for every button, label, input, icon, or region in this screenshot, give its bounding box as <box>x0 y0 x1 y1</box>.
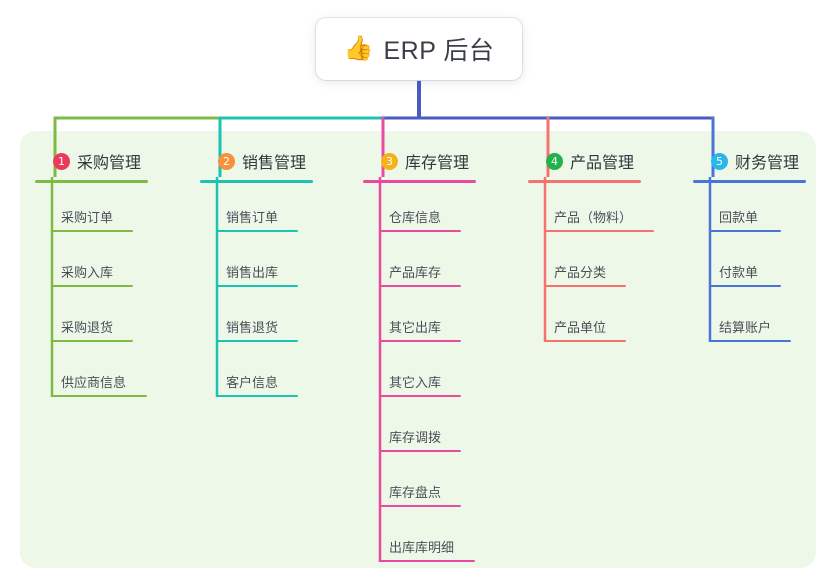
branch-title-1: 采购管理 <box>77 155 142 172</box>
leaf-node[interactable]: 产品分类 <box>544 257 678 287</box>
leaf-underline <box>216 230 298 232</box>
leaf-label: 采购入库 <box>61 265 114 280</box>
leaf-underline <box>544 340 626 342</box>
leaf-label: 库存调拨 <box>389 430 442 445</box>
branch-underline-5 <box>693 180 806 183</box>
root-node[interactable]: 👍 ERP 后台 <box>316 18 522 80</box>
leaf-node[interactable]: 付款单 <box>709 257 818 287</box>
leaf-label: 仓库信息 <box>389 210 442 225</box>
branch-header-4[interactable]: 4 产品管理 <box>528 148 678 174</box>
leaf-label: 产品单位 <box>554 320 607 335</box>
leaf-label: 销售出库 <box>226 265 279 280</box>
leaf-node[interactable]: 出库库明细 <box>379 532 513 562</box>
leaf-underline <box>709 230 781 232</box>
leaf-label: 回款单 <box>719 210 759 225</box>
leaf-label: 出库库明细 <box>389 540 455 555</box>
branch-title-5: 财务管理 <box>735 155 800 172</box>
leaf-label: 产品（物料） <box>554 210 633 225</box>
leaf-node[interactable]: 其它入库 <box>379 367 513 397</box>
leaf-underline <box>379 505 461 507</box>
branch-title-3: 库存管理 <box>405 155 470 172</box>
leaf-underline <box>379 230 461 232</box>
leaf-label: 产品分类 <box>554 265 607 280</box>
branch-header-5[interactable]: 5 财务管理 <box>693 148 818 174</box>
leaf-node[interactable]: 销售订单 <box>216 202 350 232</box>
branch-header-1[interactable]: 1 采购管理 <box>35 148 185 174</box>
leaf-underline <box>379 285 461 287</box>
diagram-board <box>20 131 816 568</box>
leaf-node[interactable]: 库存调拨 <box>379 422 513 452</box>
branch-badge-3: 3 <box>381 152 398 170</box>
leaf-node[interactable]: 采购入库 <box>51 257 185 287</box>
leaf-node[interactable]: 产品（物料） <box>544 202 678 232</box>
leaf-node[interactable]: 结算账户 <box>709 312 818 342</box>
leaf-underline <box>709 340 791 342</box>
leaf-node[interactable]: 采购退货 <box>51 312 185 342</box>
branch-header-2[interactable]: 2 销售管理 <box>200 148 350 174</box>
leaf-node[interactable]: 产品单位 <box>544 312 678 342</box>
branch-column-2: 2 销售管理销售订单销售出库销售退货客户信息 <box>200 148 350 397</box>
branch-column-3: 3 库存管理仓库信息产品库存其它出库其它入库库存调拨库存盘点出库库明细 <box>363 148 513 562</box>
leaf-underline <box>51 340 133 342</box>
branch-column-5: 5 财务管理回款单付款单结算账户 <box>693 148 818 342</box>
leaf-underline <box>51 285 133 287</box>
leaf-node[interactable]: 其它出库 <box>379 312 513 342</box>
branch-badge-4: 4 <box>546 152 563 170</box>
branch-column-4: 4 产品管理产品（物料） 产品分类产品单位 <box>528 148 678 342</box>
branch-underline-3 <box>363 180 476 183</box>
leaf-label: 销售订单 <box>226 210 279 225</box>
leaf-label: 库存盘点 <box>389 485 442 500</box>
leaf-underline <box>544 285 626 287</box>
leaf-label: 采购退货 <box>61 320 114 335</box>
branch-badge-2: 2 <box>218 152 235 170</box>
leaf-label: 采购订单 <box>61 210 114 225</box>
leaf-node[interactable]: 采购订单 <box>51 202 185 232</box>
leaf-label: 产品库存 <box>389 265 442 280</box>
leaf-label: 供应商信息 <box>61 375 127 390</box>
root-node-title: ERP 后台 <box>383 37 495 65</box>
leaf-node[interactable]: 销售退货 <box>216 312 350 342</box>
leaf-underline <box>216 285 298 287</box>
branch-title-4: 产品管理 <box>570 155 635 172</box>
branch-underline-4 <box>528 180 641 183</box>
leaf-label: 付款单 <box>719 265 759 280</box>
leaf-underline <box>709 285 781 287</box>
leaf-label: 其它出库 <box>389 320 442 335</box>
leaf-node[interactable]: 客户信息 <box>216 367 350 397</box>
leaf-node[interactable]: 库存盘点 <box>379 477 513 507</box>
branch-underline-2 <box>200 180 313 183</box>
root-node-content: 👍 ERP 后台 <box>344 31 495 67</box>
branch-title-2: 销售管理 <box>242 155 307 172</box>
leaf-node[interactable]: 回款单 <box>709 202 818 232</box>
thumbs-up-icon: 👍 <box>343 35 374 62</box>
leaf-label: 销售退货 <box>226 320 279 335</box>
leaf-node[interactable]: 供应商信息 <box>51 367 185 397</box>
leaf-node[interactable]: 产品库存 <box>379 257 513 287</box>
leaf-label: 客户信息 <box>226 375 279 390</box>
leaf-underline <box>544 230 654 232</box>
branch-badge-1: 1 <box>53 152 70 170</box>
branch-header-3[interactable]: 3 库存管理 <box>363 148 513 174</box>
leaf-node[interactable]: 仓库信息 <box>379 202 513 232</box>
leaf-underline <box>51 395 147 397</box>
branch-badge-5: 5 <box>711 152 728 170</box>
leaf-underline <box>379 450 461 452</box>
leaf-label: 其它入库 <box>389 375 442 390</box>
leaf-underline <box>379 560 475 562</box>
leaf-underline <box>51 230 133 232</box>
leaf-label: 结算账户 <box>719 320 772 335</box>
leaf-underline <box>379 340 461 342</box>
branch-column-1: 1 采购管理采购订单采购入库采购退货供应商信息 <box>35 148 185 397</box>
leaf-underline <box>216 395 298 397</box>
leaf-underline <box>216 340 298 342</box>
branch-underline-1 <box>35 180 148 183</box>
leaf-node[interactable]: 销售出库 <box>216 257 350 287</box>
leaf-underline <box>379 395 461 397</box>
